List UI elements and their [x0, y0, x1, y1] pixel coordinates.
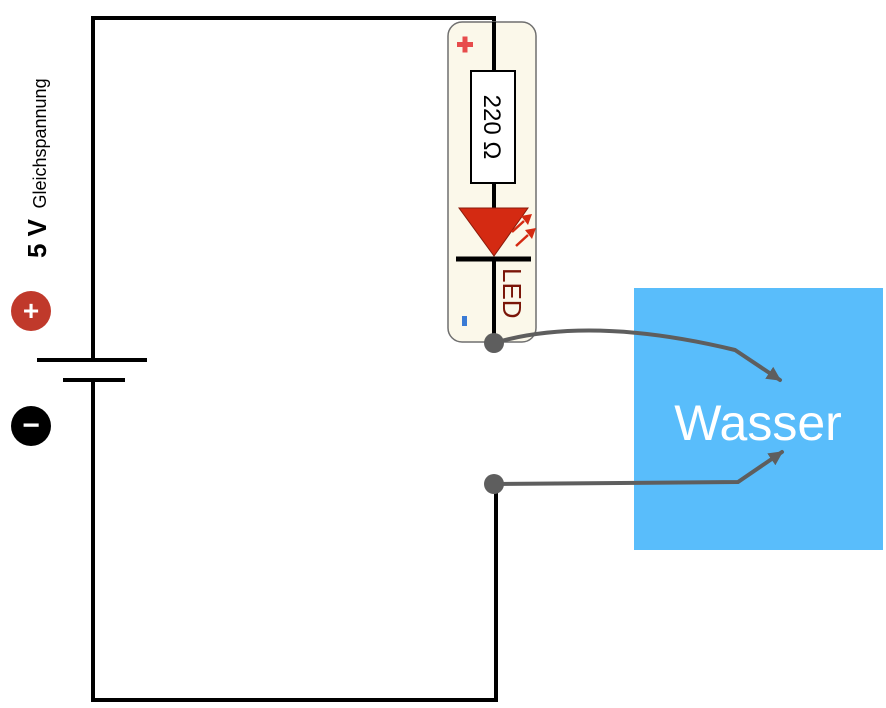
led-module-minus-marker — [462, 316, 467, 326]
resistor-body — [470, 70, 516, 184]
water-box — [634, 288, 883, 550]
voltage-type: Gleichspannung — [30, 78, 50, 208]
battery-minus-symbol: − — [22, 409, 40, 442]
probe-wire-bottom — [492, 450, 784, 486]
circuit-wire-bottom — [91, 378, 498, 702]
water-label: Wasser — [674, 395, 842, 451]
resistor-value: 220 Ω — [478, 95, 505, 160]
led-label: LED — [497, 268, 527, 319]
probe-contact-top — [484, 333, 504, 353]
minus-circle-icon — [11, 406, 51, 446]
led-module: + − 220 Ω LED — [447, 21, 537, 344]
battery-plus-badge: + — [11, 291, 51, 331]
probe-wire-top — [492, 328, 782, 382]
led-diode-triangle — [458, 207, 529, 257]
voltage-label: 5 V Gleichspannung — [22, 78, 52, 258]
water-container: Wasser — [634, 288, 883, 550]
light-emission-arrows-icon — [511, 214, 536, 247]
battery-symbol — [37, 358, 147, 382]
voltage-value: 5 V — [22, 218, 52, 258]
probe-contact-bottom — [484, 474, 504, 494]
battery-plus-symbol: + — [23, 295, 39, 326]
led-module-plus-marker — [457, 36, 473, 53]
battery-minus-badge: − — [11, 406, 51, 446]
circuit-wire-top — [91, 16, 496, 362]
plus-circle-icon — [11, 291, 51, 331]
